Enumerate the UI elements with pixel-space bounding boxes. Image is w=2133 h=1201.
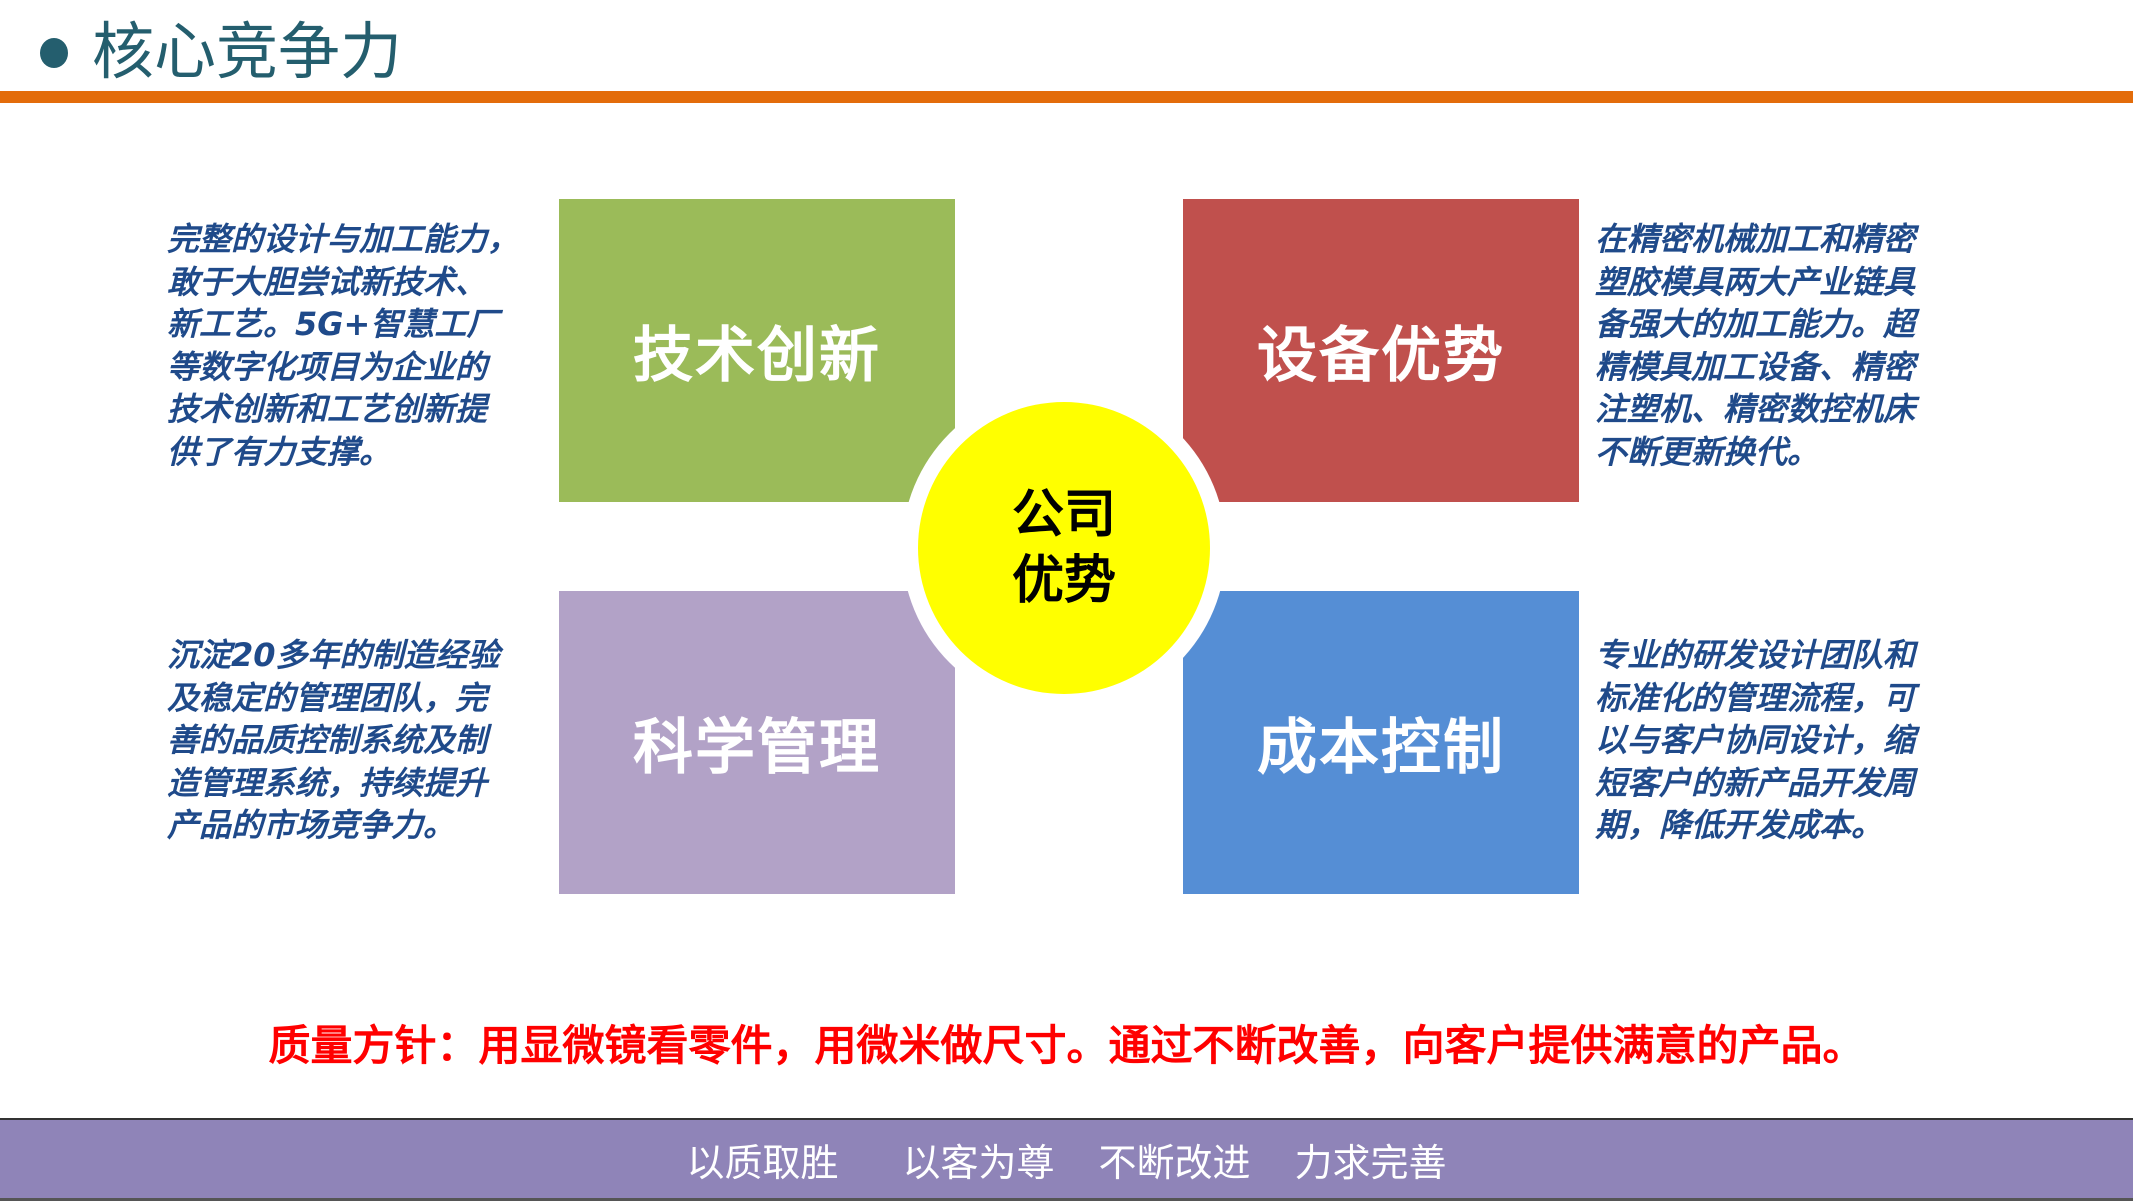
description-line: 注塑机、精密数控机床 xyxy=(1595,390,1916,428)
description-line: 备强大的加工能力。超 xyxy=(1595,305,1916,343)
quadrant-cost-control: 成本控制 xyxy=(1183,591,1579,894)
center-circle: 公司 优势 xyxy=(918,402,1210,694)
header-divider xyxy=(0,91,2133,103)
description-line: 塑胶模具两大产业链具 xyxy=(1595,262,1916,301)
description-line: 专业的研发设计团队和 xyxy=(1595,636,1916,674)
description-equipment-advantage: 在精密机械加工和精密 塑胶模具两大产业链具 备强大的加工能力。超 精模具加工设备… xyxy=(1595,218,1995,473)
center-line: 公司 xyxy=(1011,485,1116,545)
description-line: 善的品质控制系统及制 xyxy=(167,721,488,759)
quadrant-tech-innovation: 技术创新 xyxy=(559,199,955,502)
footer-slogan: 不断改进 xyxy=(1098,1140,1251,1185)
description-tech-innovation: 完整的设计与加工能力， 敢于大胆尝试新技术、 新工艺。5G+智慧工厂 等数字化项… xyxy=(167,218,567,473)
quality-policy: 质量方针：用显微镜看零件，用微米做尺寸。通过不断改善，向客户提供满意的产品。 xyxy=(268,1021,1865,1070)
footer-slogan: 以客为尊 xyxy=(902,1140,1055,1185)
description-line: 标准化的管理流程，可 xyxy=(1595,678,1916,717)
description-line: 技术创新和工艺创新提 xyxy=(167,390,488,428)
title-bullet-icon xyxy=(40,38,68,68)
description-line: 精模具加工设备、精密 xyxy=(1595,347,1916,386)
footer-slogan: 以质取胜 xyxy=(686,1140,839,1185)
footer-banner: 以质取胜 以客为尊 不断改进 力求完善 xyxy=(0,1118,2133,1201)
quadrant-scientific-management: 科学管理 xyxy=(559,591,955,894)
description-line: 供了有力支撑。 xyxy=(167,432,392,471)
description-line: 新工艺。5G+智慧工厂 xyxy=(167,305,499,343)
description-line: 沉淀20多年的制造经验 xyxy=(167,636,500,674)
description-line: 及稳定的管理团队，完 xyxy=(167,678,488,717)
description-line: 产品的市场竞争力。 xyxy=(167,806,456,844)
description-line: 短客户的新产品开发周 xyxy=(1595,763,1916,802)
description-line: 完整的设计与加工能力， xyxy=(167,220,520,258)
quadrant-equipment-advantage: 设备优势 xyxy=(1183,199,1579,502)
description-line: 造管理系统，持续提升 xyxy=(167,763,488,802)
description-line: 期，降低开发成本。 xyxy=(1595,806,1884,844)
page-title: 核心竞争力 xyxy=(92,15,403,88)
description-line: 敢于大胆尝试新技术、 xyxy=(167,262,488,301)
description-line: 以与客户协同设计，缩 xyxy=(1595,721,1916,759)
description-line: 在精密机械加工和精密 xyxy=(1595,220,1916,258)
description-line: 不断更新换代。 xyxy=(1595,432,1820,471)
footer-slogan: 力求完善 xyxy=(1294,1140,1447,1185)
description-line: 等数字化项目为企业的 xyxy=(167,347,488,386)
center-line: 优势 xyxy=(1011,551,1116,611)
description-scientific-management: 沉淀20多年的制造经验 及稳定的管理团队，完 善的品质控制系统及制 造管理系统，… xyxy=(167,634,567,847)
description-cost-control: 专业的研发设计团队和 标准化的管理流程，可 以与客户协同设计，缩 短客户的新产品… xyxy=(1595,634,1995,847)
